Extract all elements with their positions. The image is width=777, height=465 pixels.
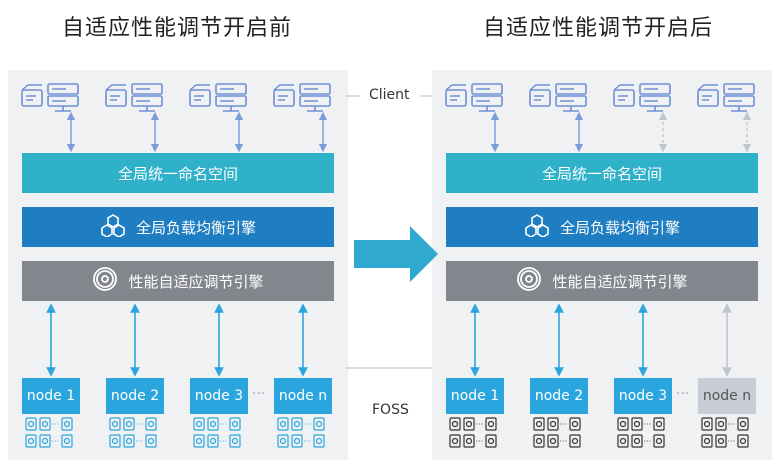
node-label: node 1: [450, 388, 500, 404]
client-icon: [21, 83, 79, 112]
title-after: 自适应性能调节开启后: [483, 16, 714, 41]
perf-engine-layer: 性能自适应调节引擎: [22, 261, 334, 301]
namespace-label: 全局统一命名空间: [117, 164, 238, 183]
client-group-4: [273, 83, 331, 112]
node-3: node 3: [190, 378, 248, 414]
client-group-4: [697, 83, 755, 112]
client-icon: [529, 83, 587, 112]
node-label: node 1: [26, 388, 76, 404]
client-icon: [697, 83, 755, 112]
disks-after: [449, 417, 749, 448]
client-icon: [105, 83, 163, 112]
cubes-icon: [524, 213, 550, 241]
client-group-1: [445, 83, 503, 112]
client-group-2: [529, 83, 587, 112]
node-label: node 2: [110, 388, 160, 404]
perf-engine-label: 性能自适应调节引擎: [128, 272, 264, 291]
namespace-layer: 全局统一命名空间: [446, 153, 758, 193]
node-2: node 2: [106, 378, 164, 414]
node-label: node 3: [194, 388, 244, 404]
client-arrows-after: [490, 111, 752, 153]
swirl-icon: [92, 266, 118, 296]
transition-arrow-icon: [354, 226, 438, 282]
foss-label: FOSS: [372, 402, 409, 418]
node-label: node n: [702, 388, 752, 404]
swirl-icon: [516, 266, 542, 296]
node-n: node n: [698, 378, 756, 414]
load-balance-label: 全局负载均衡引擎: [135, 218, 256, 237]
client-icon: [273, 83, 331, 112]
client-group-3: [613, 83, 671, 112]
load-balance-layer: 全局负载均衡引擎: [446, 207, 758, 247]
node-n: node n: [274, 378, 332, 414]
perf-engine-label: 性能自适应调节引擎: [552, 272, 688, 291]
client-label: Client: [363, 87, 416, 103]
node-1: node 1: [22, 378, 80, 414]
client-icon: [189, 83, 247, 112]
node-label: node n: [278, 388, 328, 404]
node-1: node 1: [446, 378, 504, 414]
client-group-2: [105, 83, 163, 112]
node-3: node 3: [614, 378, 672, 414]
client-group-3: [189, 83, 247, 112]
node-label: node 3: [618, 388, 668, 404]
node-2: node 2: [530, 378, 588, 414]
perf-engine-layer: 性能自适应调节引擎: [446, 261, 758, 301]
client-icon: [613, 83, 671, 112]
panel-before: 全局统一命名空间 全局负载均衡引擎 性能自适应调节引擎 node 1 node …: [8, 70, 348, 460]
panel-after: 全局统一命名空间 全局负载均衡引擎 性能自适应调节引擎 node 1 node …: [432, 70, 772, 460]
client-arrows-before: [66, 111, 328, 153]
load-balance-label: 全局负载均衡引擎: [559, 218, 680, 237]
node-arrows-after: [470, 303, 732, 377]
node-arrows-before: [46, 303, 308, 377]
client-group-1: [21, 83, 79, 112]
namespace-label: 全局统一命名空间: [541, 164, 662, 183]
node-ellipsis: ···: [252, 386, 265, 402]
node-label: node 2: [534, 388, 584, 404]
title-before: 自适应性能调节开启前: [62, 16, 293, 41]
namespace-layer: 全局统一命名空间: [22, 153, 334, 193]
cubes-icon: [100, 213, 126, 241]
node-ellipsis: ···: [676, 386, 689, 402]
load-balance-layer: 全局负载均衡引擎: [22, 207, 334, 247]
disks-before: [25, 417, 325, 448]
client-icon: [445, 83, 503, 112]
